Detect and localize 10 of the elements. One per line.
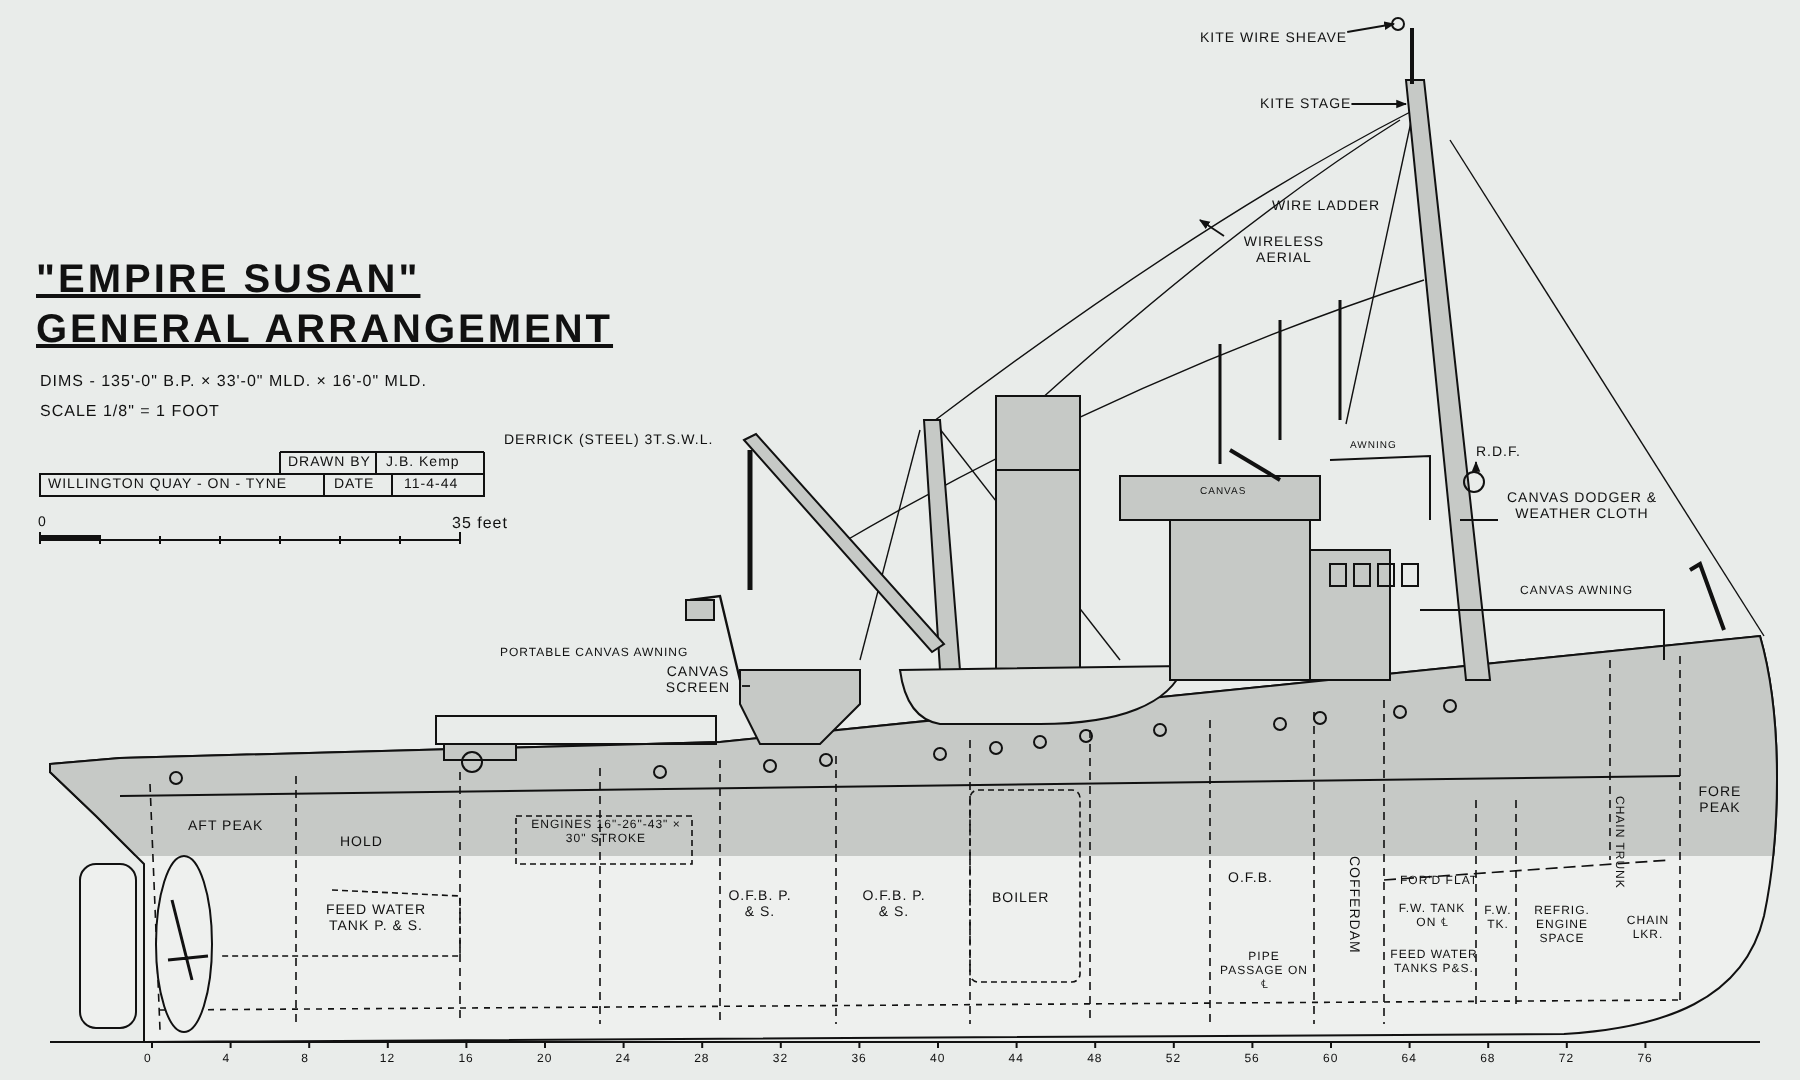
- leader-line: [1199, 219, 1225, 237]
- drawing-title: "EMPIRE SUSAN" GENERAL ARRANGEMENT: [36, 256, 616, 356]
- leader-line: [1350, 99, 1408, 109]
- leader-line: [741, 685, 751, 687]
- leader-line: [1346, 21, 1396, 33]
- leader-line: [1459, 519, 1499, 521]
- scale-text: SCALE 1/8" = 1 FOOT: [40, 402, 220, 421]
- scale-value: 35 feet: [452, 514, 508, 533]
- dimensions-text: DIMS - 135'-0" B.P. × 33'-0" MLD. × 16'-0" MLD.: [40, 372, 427, 391]
- leader-line: [1471, 461, 1481, 473]
